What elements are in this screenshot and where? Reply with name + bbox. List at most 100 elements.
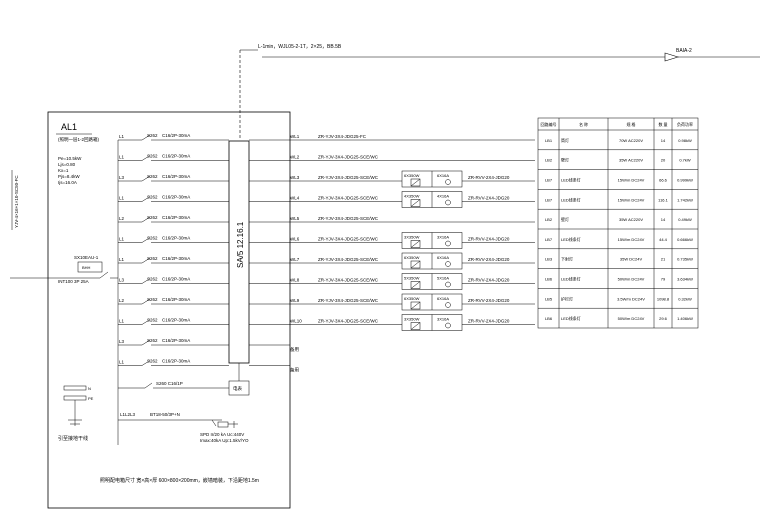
table-cell: 护栏灯 bbox=[561, 295, 573, 301]
driver-right: 6X16A bbox=[437, 296, 449, 301]
breaker-rating: C16/2P-30mA bbox=[162, 297, 190, 302]
breaker-model: S262 bbox=[147, 154, 158, 159]
circuit-cable: ZR-YJV-3X4-JDG25-SCE/WC bbox=[318, 319, 379, 324]
table-cell: 35W DC24V bbox=[620, 257, 643, 262]
table-cell: LB3 bbox=[545, 257, 553, 262]
circuit-id: WL3 bbox=[290, 175, 300, 180]
breaker-switch-icon bbox=[141, 319, 151, 325]
circuit-phase: L1 bbox=[119, 134, 125, 139]
panel-param: Kx=1 bbox=[58, 168, 69, 173]
driver-diagonal-icon bbox=[410, 281, 421, 289]
circuit-id: 备用 bbox=[290, 367, 299, 374]
driver-right: 6X16A bbox=[437, 173, 449, 178]
driver-lamp-icon bbox=[445, 240, 451, 247]
table-cell: 50W/m DC24V bbox=[618, 316, 645, 321]
breaker-model: S262 bbox=[147, 359, 158, 364]
circuit-phase: L2 bbox=[119, 216, 125, 221]
circuit-id: WL10 bbox=[290, 319, 302, 324]
table-cell: 79 bbox=[661, 277, 666, 282]
rcd-switch-icon bbox=[144, 382, 153, 389]
spd-device-icon bbox=[217, 421, 229, 428]
table-cell: LB5 bbox=[545, 296, 553, 301]
circuit-phase: L1 bbox=[119, 319, 125, 324]
table-header: 数 量 bbox=[658, 121, 667, 127]
table-cell: 3.634kW bbox=[677, 277, 693, 282]
driver-icon bbox=[410, 322, 421, 330]
table-cell: 14 bbox=[661, 217, 666, 222]
driver-right: 5X16A bbox=[437, 276, 449, 281]
driver-top: 4X350W bbox=[404, 194, 420, 199]
driver-top: 6X350W bbox=[404, 173, 420, 178]
driver-cable: ZR-RVV-2X4-JDG20 bbox=[468, 319, 510, 324]
panel-box bbox=[47, 111, 291, 509]
ground-terminal-pe bbox=[63, 395, 87, 401]
terminal-pe-mark: PE bbox=[88, 396, 94, 401]
table-cell: 20 bbox=[661, 158, 666, 163]
spd-main-label: BT18-50/3P+N bbox=[150, 412, 180, 417]
breaker-rating: C16/2P-30mA bbox=[162, 338, 190, 343]
ground-label: 引至接地干线 bbox=[58, 435, 88, 442]
table-cell: 15W/m DC24V bbox=[618, 178, 645, 183]
driver-diagonal-icon bbox=[410, 240, 421, 248]
breaker-switch-icon bbox=[141, 216, 151, 223]
breaker-switch-icon bbox=[141, 298, 151, 305]
table-cell: LB6 bbox=[545, 316, 553, 321]
rcd-label: S260 C16/1P bbox=[156, 381, 183, 386]
circuit-id: WL4 bbox=[290, 196, 300, 201]
breaker-model: S262 bbox=[147, 277, 158, 282]
driver-icon bbox=[410, 178, 421, 187]
breaker-rating: C16/2P-30mA bbox=[162, 174, 190, 179]
table-header: 负荷功率 bbox=[677, 121, 693, 127]
driver-diagonal-icon bbox=[410, 260, 421, 269]
table-cell: 下射灯 bbox=[561, 256, 573, 262]
breaker-rating: C16/2P-30mA bbox=[162, 256, 190, 261]
circuit-id: WL8 bbox=[290, 278, 300, 283]
circuit-phase: L1 bbox=[119, 257, 125, 262]
bottom-note: 照明配电箱尺寸 宽×高×厚 600×800×200mm，嵌墙暗装，下沿距地1.5… bbox=[100, 477, 259, 484]
breaker-model: S262 bbox=[147, 256, 158, 261]
breaker-switch-icon bbox=[141, 278, 151, 284]
table-cell: LED线条灯 bbox=[561, 276, 581, 282]
table-cell: 1098.8 bbox=[657, 296, 670, 301]
panel-subtitle: (照明一层1-2回路箱) bbox=[58, 136, 100, 143]
table-cell: 1.742kW bbox=[677, 197, 693, 202]
table-cell: 14 bbox=[661, 138, 666, 143]
driver-diagonal-icon bbox=[410, 178, 421, 187]
table-cell: 116.1 bbox=[658, 197, 668, 202]
table-frame bbox=[537, 117, 699, 329]
driver-right: 3X16A bbox=[437, 235, 449, 240]
circuit-id: WL1 bbox=[290, 134, 300, 139]
table-cell: 15W/m DC24V bbox=[618, 197, 645, 202]
circuit-id: WL6 bbox=[290, 237, 300, 242]
driver-right: 4X16A bbox=[437, 194, 449, 199]
circuit-cable: ZR-YJV-3X4-JDG25-SCE/WC bbox=[318, 278, 379, 283]
breaker-switch-icon bbox=[141, 155, 151, 161]
table-cell: 70W AC220V bbox=[619, 138, 643, 143]
circuit-cable: ZR-YJV-3X4-JDG25-SCE/WC bbox=[318, 257, 379, 262]
driver-cable: ZR-RVV-2X4-JDG20 bbox=[468, 298, 510, 303]
driver-diagonal-icon bbox=[410, 199, 421, 207]
breaker-switch-icon bbox=[141, 257, 151, 264]
breaker-rating: C16/2P-30mA bbox=[162, 236, 190, 241]
circuit-id: WL9 bbox=[290, 298, 300, 303]
spd-box-label: SX10EAU-1 bbox=[74, 255, 99, 260]
driver-cable: ZR-RVV-2X4-JDG20 bbox=[468, 175, 510, 180]
circuit-cable: ZR-YJV-3X4-JDG25-SCE/WC bbox=[318, 155, 379, 160]
table-cell: LB2 bbox=[545, 158, 553, 163]
panel-param: Ijs=16.0A bbox=[58, 180, 77, 185]
table-cell: LED线条灯 bbox=[561, 196, 581, 202]
driver-icon bbox=[410, 281, 421, 289]
driver-lamp-icon bbox=[445, 179, 451, 185]
circuit-phase: L1 bbox=[119, 155, 125, 160]
circuit-phase: L1 bbox=[119, 196, 125, 201]
spd-switch-icon bbox=[211, 419, 217, 427]
driver-diagonal-icon bbox=[410, 322, 421, 330]
driver-top: 3X350W bbox=[404, 317, 420, 322]
table-cell: LED线条灯 bbox=[561, 177, 581, 183]
driver-top: 6X350W bbox=[404, 296, 420, 301]
circuit-phase: L3 bbox=[119, 175, 125, 180]
driver-icon bbox=[410, 260, 421, 269]
table-cell: 筒灯 bbox=[561, 137, 569, 143]
